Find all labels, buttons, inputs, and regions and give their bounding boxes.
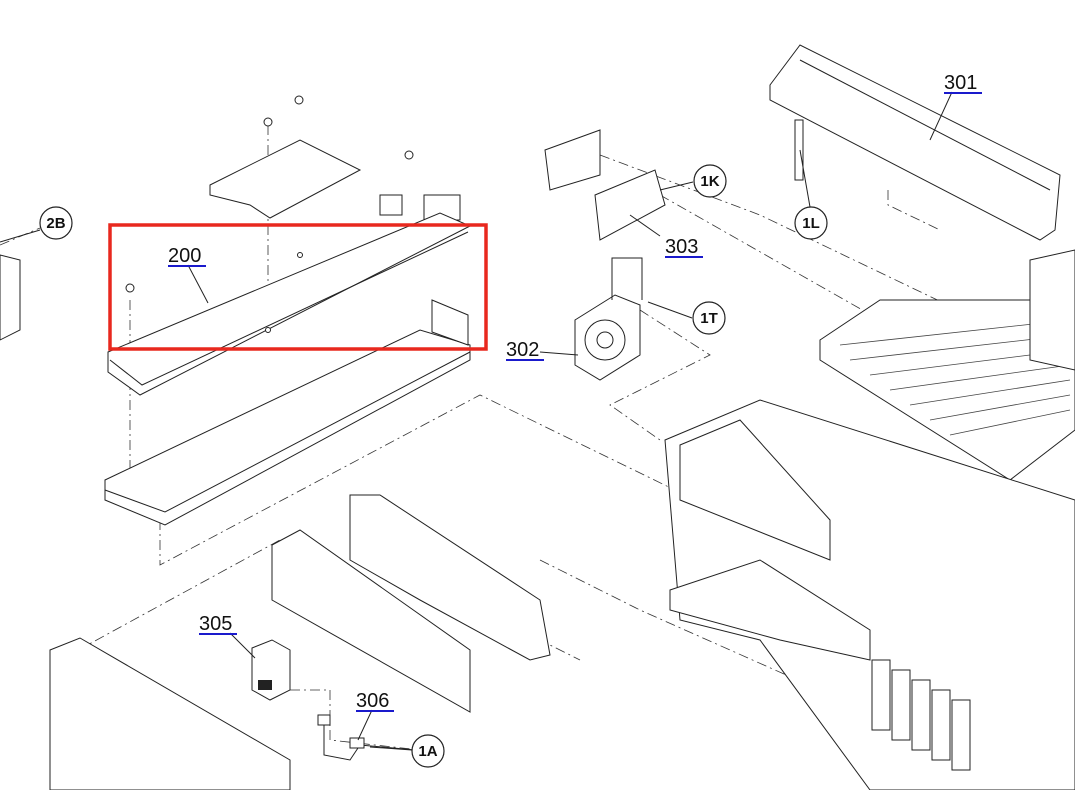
part-305-board[interactable] xyxy=(251,639,291,701)
part-302-fan[interactable] xyxy=(574,257,643,381)
metal-tray-part xyxy=(104,299,471,526)
ref-1l: 1L xyxy=(794,206,828,240)
part-301-cover[interactable] xyxy=(769,44,1061,241)
printer-mechanism-part xyxy=(664,249,1075,790)
svg-text:2B: 2B xyxy=(46,215,65,232)
ref-1a: 1A xyxy=(411,734,445,768)
svg-text:200: 200 xyxy=(168,245,201,267)
ref-1k: 1K xyxy=(693,164,727,198)
svg-text:1A: 1A xyxy=(418,743,437,760)
svg-text:1L: 1L xyxy=(802,215,820,232)
svg-text:301: 301 xyxy=(944,72,977,94)
ref-2b: 2B xyxy=(39,206,73,240)
part-label-301[interactable]: 301 xyxy=(944,72,982,94)
top-bracket-part xyxy=(209,95,461,221)
svg-text:303: 303 xyxy=(665,236,698,258)
shield-plate-part xyxy=(271,494,551,713)
svg-text:1K: 1K xyxy=(700,173,719,190)
part-label-306[interactable]: 306 xyxy=(356,690,394,712)
front-cover-part xyxy=(49,637,291,790)
svg-text:305: 305 xyxy=(199,613,232,635)
svg-text:1T: 1T xyxy=(700,310,718,327)
part-label-200[interactable]: 200 xyxy=(168,245,206,267)
side-part-2b xyxy=(0,254,21,341)
part-label-302[interactable]: 302 xyxy=(506,339,544,361)
leader-lines xyxy=(0,91,953,751)
ref-1t: 1T xyxy=(692,301,726,335)
highlight-box xyxy=(108,223,488,351)
part-303-board[interactable] xyxy=(544,129,666,241)
part-label-305[interactable]: 305 xyxy=(199,613,237,635)
svg-text:306: 306 xyxy=(356,690,389,712)
part-label-303[interactable]: 303 xyxy=(665,236,703,258)
part-306-cable[interactable] xyxy=(317,714,416,761)
svg-text:302: 302 xyxy=(506,339,539,361)
